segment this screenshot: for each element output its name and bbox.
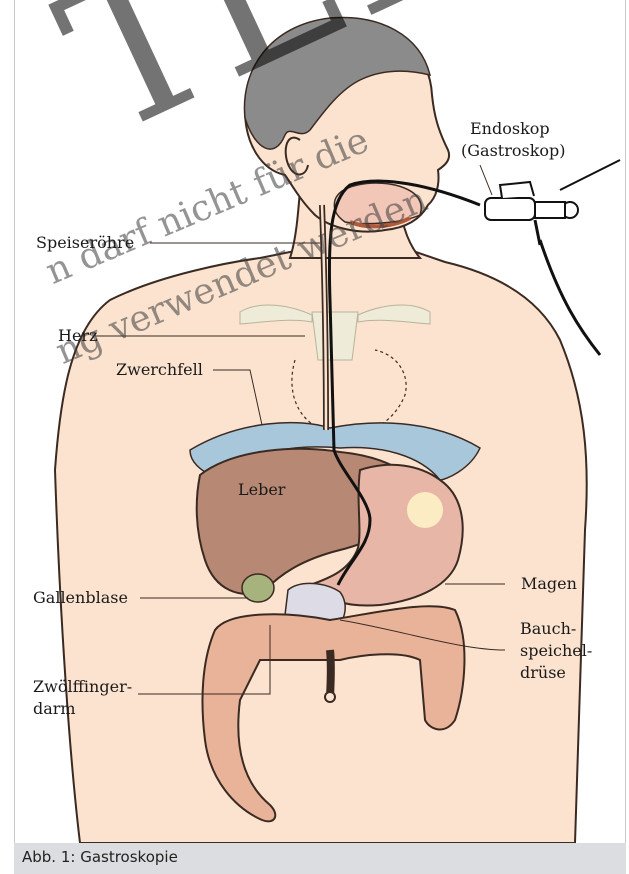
label-bauch-1: Bauch- — [520, 618, 576, 640]
label-zwerchfell: Zwerchfell — [116, 359, 203, 381]
caption-bar: Abb. 1: Gastroskopie — [14, 843, 626, 874]
endoscope-handle — [485, 198, 535, 220]
label-zwoelf-1: Zwölffinger- — [33, 676, 132, 698]
sternum — [312, 312, 358, 360]
label-gastroskop: (Gastroskop) — [461, 140, 566, 162]
label-herz: Herz — [58, 325, 98, 347]
endoscope-top — [500, 182, 534, 198]
endoscope-lightcable — [560, 160, 620, 190]
frame-line-left — [14, 0, 15, 843]
figure-caption: Abb. 1: Gastroskopie — [22, 848, 178, 866]
endoscope-body — [535, 202, 565, 218]
label-bauch-3: drüse — [520, 662, 566, 684]
label-speiseroehre: Speiseröhre — [36, 232, 134, 254]
stomach-light — [407, 492, 443, 528]
label-gallenblase: Gallenblase — [33, 587, 128, 609]
label-endoskop: Endoskop — [470, 118, 550, 140]
label-magen: Magen — [521, 573, 577, 595]
label-leber: Leber — [238, 479, 285, 501]
frame-line-right — [625, 0, 626, 874]
intestine-end — [325, 692, 335, 702]
label-bauch-2: speichel- — [520, 640, 592, 662]
label-zwoelf-2: darm — [33, 698, 76, 720]
leader-endoskop — [480, 165, 492, 195]
